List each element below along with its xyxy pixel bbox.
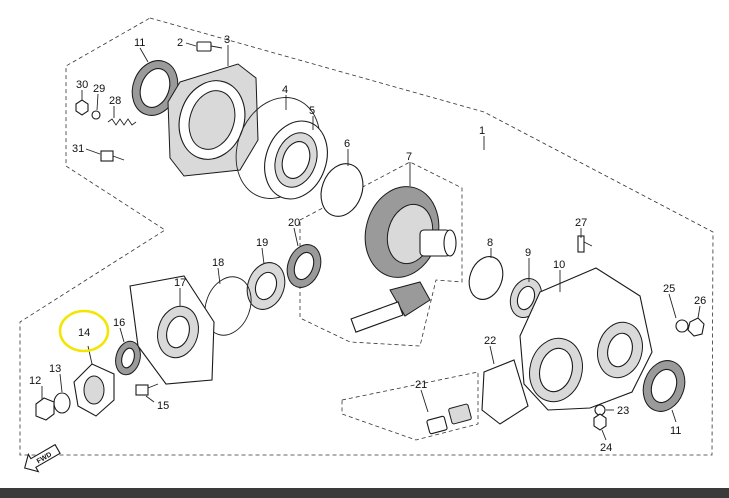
- bottom-bar: [0, 488, 729, 498]
- needle-bearing-21: [426, 403, 472, 435]
- nut-12: [35, 397, 55, 421]
- callout-7: 7: [406, 151, 412, 163]
- pinion-gear: [350, 281, 431, 333]
- gasket-22: [481, 359, 529, 425]
- callout-23: 23: [617, 405, 629, 417]
- callout-18: 18: [212, 257, 224, 269]
- callout-5: 5: [309, 105, 315, 117]
- seal-20: [286, 244, 322, 288]
- shim-6: [320, 163, 364, 217]
- callout-1: 1: [479, 125, 485, 137]
- callout-26: 26: [694, 295, 706, 307]
- callout-16: 16: [113, 317, 125, 329]
- forward-direction-arrow: FWD: [24, 443, 61, 473]
- bearing-group-outline: [341, 371, 479, 441]
- callout-27: 27: [575, 217, 587, 229]
- callout-17: 17: [174, 277, 186, 289]
- callout-labels: 1 2 3 4 5 6 7 8 9 10 11 11 12 13 14 15 1…: [29, 34, 706, 454]
- callout-4: 4: [282, 84, 288, 96]
- callout-15: 15: [157, 400, 169, 412]
- callout-10: 10: [553, 259, 565, 271]
- bolt-15: [135, 383, 159, 396]
- leader-lines: [41, 42, 701, 441]
- nut-30: [75, 99, 89, 116]
- callout-22: 22: [484, 335, 496, 347]
- bolt-2: [196, 41, 223, 52]
- breather-27: [577, 235, 593, 253]
- flange-14: [73, 363, 115, 417]
- washer-29: [91, 110, 101, 120]
- pinion-group-outline: [299, 161, 463, 347]
- seal-11-right: [642, 360, 686, 412]
- seal-11-top: [131, 60, 179, 116]
- drain-plug-24: [593, 413, 607, 431]
- seal-16: [115, 340, 141, 376]
- forward-arrow-text: FWD: [36, 451, 53, 465]
- callout-9: 9: [525, 247, 531, 259]
- washer-13: [53, 392, 71, 414]
- callout-29: 29: [93, 83, 105, 95]
- callout-21: 21: [415, 379, 427, 391]
- callout-25: 25: [663, 283, 675, 295]
- bearing-carrier-17: [129, 275, 215, 385]
- callout-12: 12: [29, 375, 41, 387]
- callout-13: 13: [49, 363, 61, 375]
- assembly-outline: [19, 17, 714, 456]
- bearing-19: [246, 262, 286, 310]
- callout-20: 20: [288, 217, 300, 229]
- callout-28: 28: [109, 95, 121, 107]
- callout-30: 30: [76, 79, 88, 91]
- callout-11-top: 11: [134, 37, 145, 49]
- oring-18: [204, 276, 252, 336]
- bolt-31: [100, 150, 125, 162]
- ring-gear-7: [364, 186, 457, 278]
- washer-25: [675, 319, 689, 333]
- housing-cover-3: [167, 63, 259, 177]
- callout-24: 24: [600, 442, 612, 454]
- shim-8: [468, 256, 504, 300]
- callout-11-right: 11: [670, 425, 681, 437]
- callout-31: 31: [72, 143, 84, 155]
- callout-19: 19: [256, 237, 268, 249]
- callout-3: 3: [224, 34, 230, 46]
- bearing-5: [264, 120, 328, 200]
- plug-26: [687, 317, 705, 337]
- highlight-circle-14: [58, 309, 110, 353]
- callout-14: 14: [78, 327, 90, 339]
- spring-28: [107, 118, 137, 126]
- main-housing-10: [519, 267, 653, 411]
- callout-6: 6: [344, 138, 350, 150]
- callout-2: 2: [177, 37, 183, 49]
- callout-8: 8: [487, 237, 493, 249]
